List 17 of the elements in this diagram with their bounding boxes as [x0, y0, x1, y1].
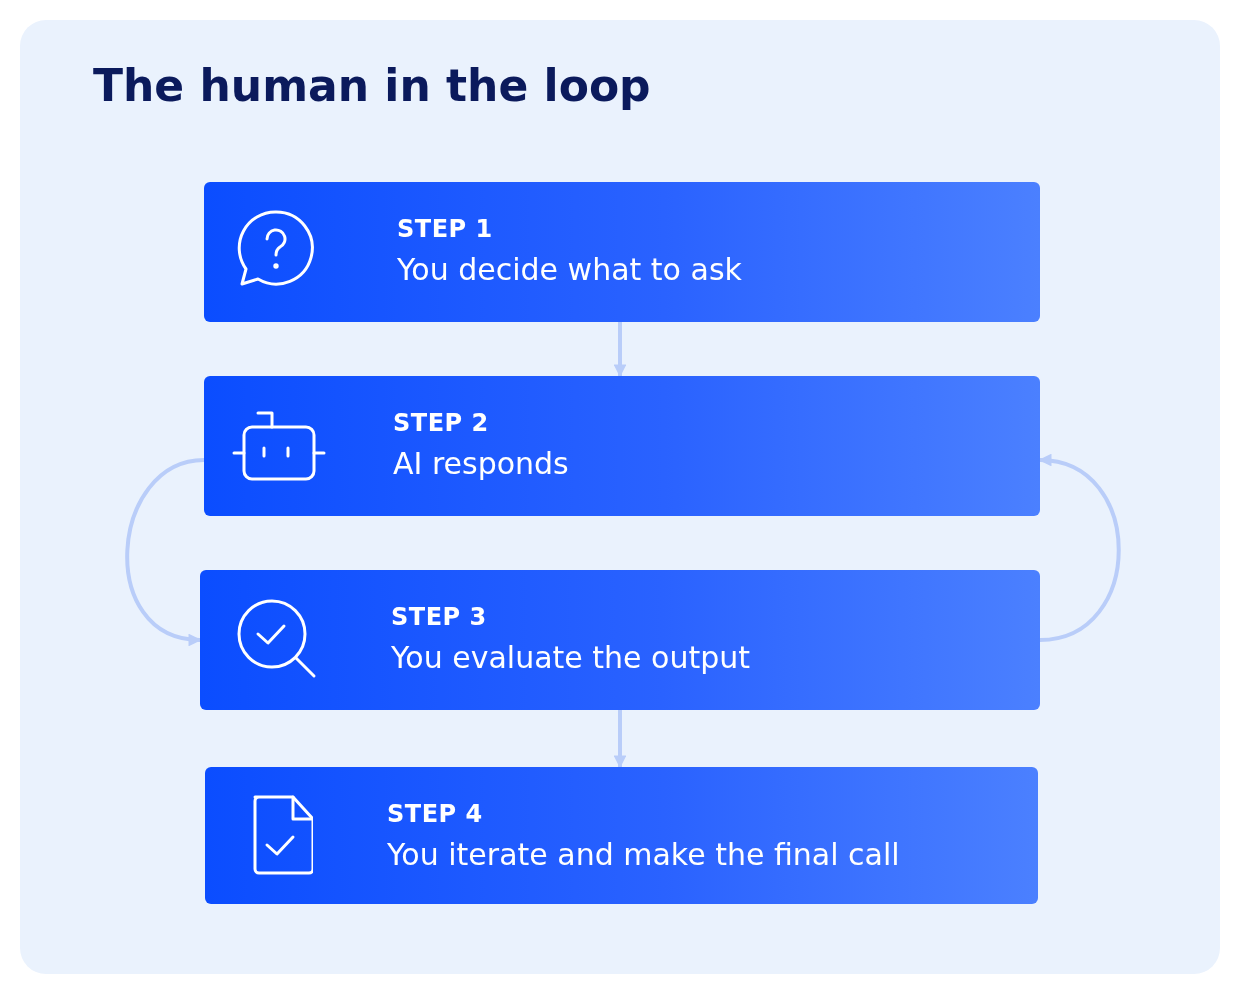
title: The human in the loop	[93, 60, 651, 111]
step-number: STEP 3	[391, 603, 487, 631]
step-description: You iterate and make the final call	[387, 837, 900, 872]
step-number: STEP 1	[397, 215, 493, 243]
loop-arrow	[1038, 455, 1121, 642]
arrow	[613, 322, 627, 378]
step-box	[200, 570, 1040, 710]
step-box	[204, 376, 1040, 516]
arrow	[613, 710, 627, 769]
step-description: You evaluate the output	[391, 640, 751, 675]
step-description: You decide what to ask	[397, 252, 742, 287]
step-number: STEP 2	[393, 409, 489, 437]
step-box	[205, 767, 1038, 904]
step-number: STEP 4	[387, 800, 483, 828]
step-box	[204, 182, 1040, 322]
loop-arrow	[125, 458, 205, 645]
step-description: AI responds	[393, 446, 569, 481]
